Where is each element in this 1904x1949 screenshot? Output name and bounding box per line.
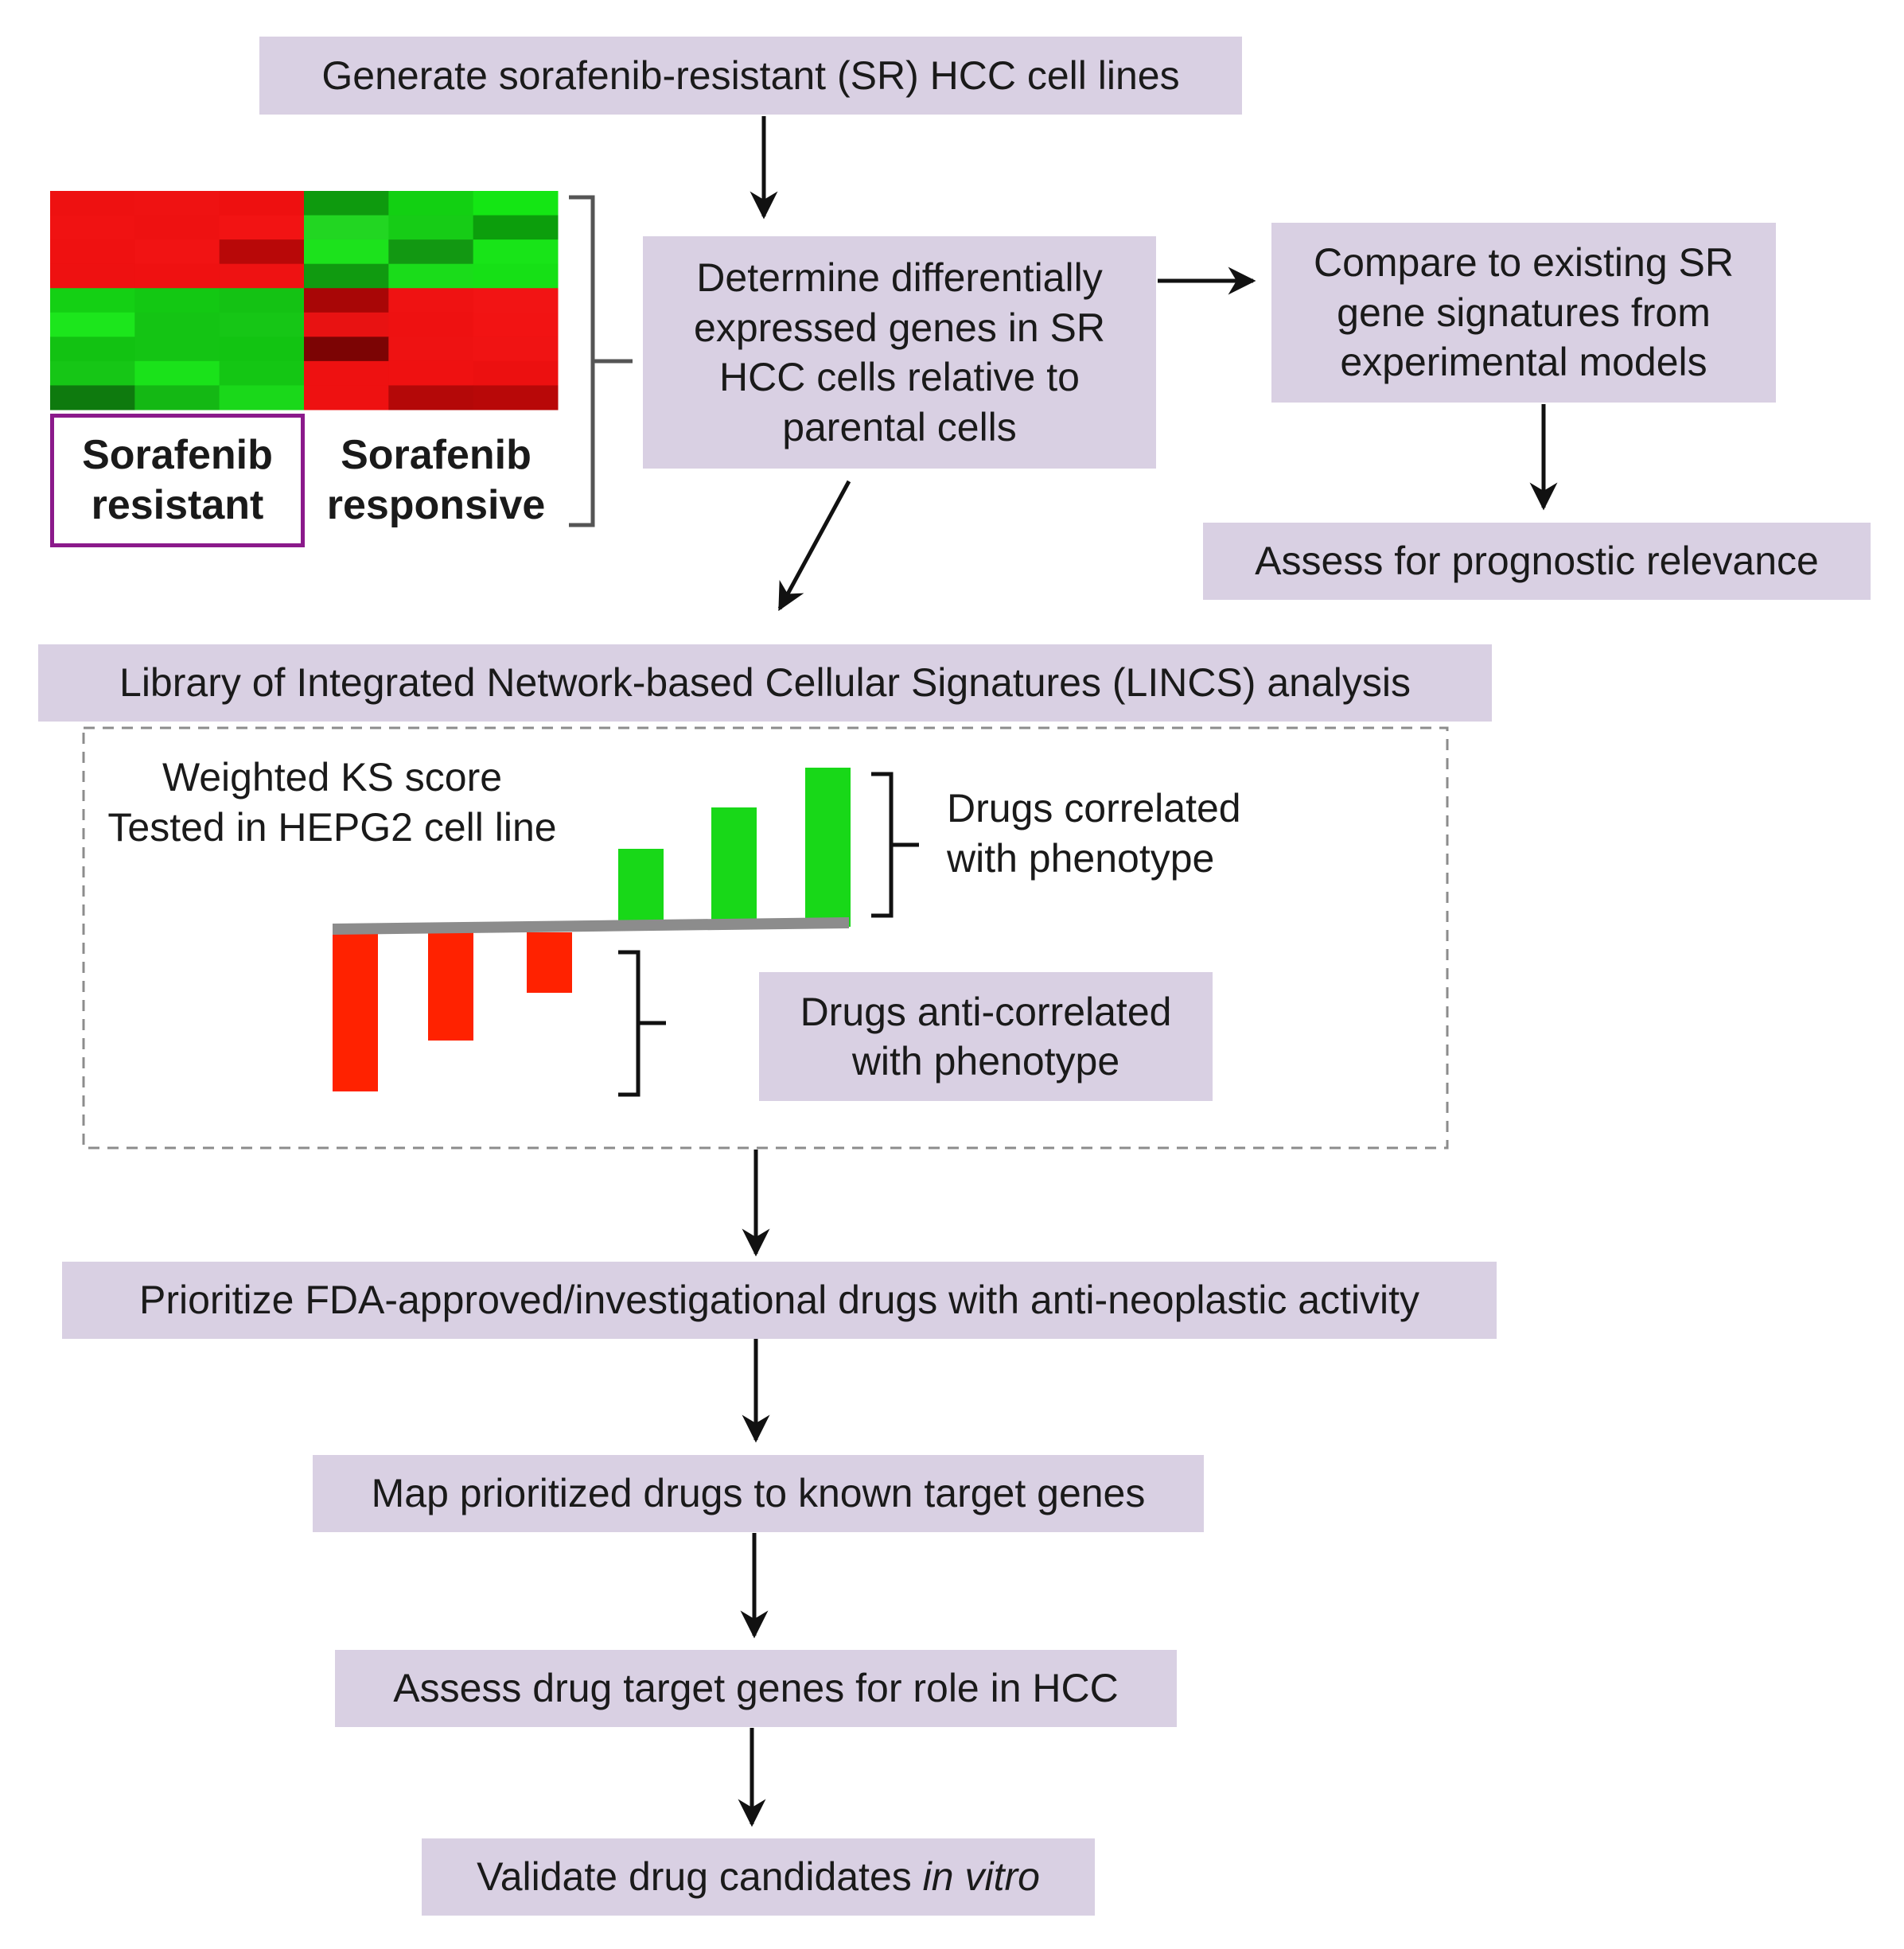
heatmap-cell: [473, 191, 559, 216]
heatmap-cell: [134, 239, 220, 265]
anticorrelated-drug-bar: [527, 932, 572, 993]
heatmap-cell: [304, 263, 389, 289]
heatmap-cell: [50, 191, 135, 216]
heatmap-cell: [473, 239, 559, 265]
heatmap-cell: [134, 337, 220, 362]
heatmap-cell: [219, 288, 305, 313]
heatmap-cell: [304, 360, 389, 386]
heatmap-cell: [219, 239, 305, 265]
heatmap-cell: [473, 288, 559, 313]
step-prioritize-drugs: Prioritize FDA-approved/investigational …: [62, 1262, 1497, 1339]
heatmap-cell: [50, 288, 135, 313]
heatmap-cell: [388, 263, 474, 289]
heatmap-cell: [219, 360, 305, 386]
heatmap-cell: [134, 263, 220, 289]
heatmap-cell: [304, 337, 389, 362]
anticorrelated-drug-bar: [428, 932, 473, 1041]
step-assess-target-genes: Assess drug target genes for role in HCC: [335, 1650, 1177, 1727]
anticorrelated-bracket: [618, 950, 666, 1097]
heatmap-cell: [134, 360, 220, 386]
validate-text: Validate drug candidates: [477, 1854, 923, 1900]
heatmap-cell: [388, 385, 474, 410]
label-drugs-correlated: Drugs correlated with phenotype: [947, 786, 1241, 881]
heatmap-cell: [304, 385, 389, 410]
heatmap-cell: [219, 337, 305, 362]
heatmap-cell: [219, 263, 305, 289]
heatmap-cell: [473, 337, 559, 362]
heatmap-cell: [473, 385, 559, 410]
heatmap-cell: [473, 360, 559, 386]
correlated-drug-bar: [805, 768, 851, 927]
label-sorafenib-resistant: Sorafenib resistant: [50, 414, 305, 547]
cell-line-label: Tested in HEPG2 cell line: [107, 804, 557, 850]
correlated-drug-bar: [711, 807, 757, 927]
heatmap-cell: [304, 215, 389, 240]
heatmap-cell: [50, 385, 135, 410]
heatmap-cell: [50, 215, 135, 240]
step-determine-genes: Determine differentially expressed genes…: [643, 236, 1156, 469]
heatmap-cell: [50, 263, 135, 289]
heatmap-cell: [388, 312, 474, 337]
heatmap-cell: [304, 288, 389, 313]
heatmap: [50, 191, 559, 410]
heatmap-cell: [50, 360, 135, 386]
heatmap-cell: [473, 263, 559, 289]
heatmap-cell: [219, 215, 305, 240]
ks-score-label: Weighted KS score: [162, 755, 503, 799]
ks-score-bars: [333, 768, 851, 1091]
heatmap-cell: [134, 385, 220, 410]
heatmap-cell: [219, 312, 305, 337]
heatmap-cell: [473, 312, 559, 337]
validate-italic-text: in vitro: [922, 1854, 1040, 1900]
correlated-drug-bar: [618, 849, 664, 922]
heatmap-cell: [388, 360, 474, 386]
score-baseline: [333, 917, 849, 935]
heatmap-cell: [473, 215, 559, 240]
heatmap-cell: [134, 312, 220, 337]
ks-score-title: Weighted KS score Tested in HEPG2 cell l…: [88, 753, 577, 852]
correlated-bracket: [871, 772, 919, 918]
lincs-panel: [82, 726, 1449, 1150]
heatmap-cell: [304, 312, 389, 337]
step-assess-prognostic: Assess for prognostic relevance: [1203, 523, 1871, 600]
heatmap-cell: [219, 385, 305, 410]
heatmap-cell: [50, 239, 135, 265]
step-lincs-analysis: Library of Integrated Network-based Cell…: [38, 644, 1492, 722]
heatmap-cell: [388, 191, 474, 216]
step-compare-signatures: Compare to existing SR gene signatures f…: [1271, 223, 1776, 403]
step-generate-cell-lines: Generate sorafenib-resistant (SR) HCC ce…: [259, 37, 1242, 115]
heatmap-cell: [388, 239, 474, 265]
heatmap-cell: [304, 191, 389, 216]
step-validate-candidates: Validate drug candidates in vitro: [422, 1838, 1095, 1916]
heatmap-cell: [304, 239, 389, 265]
heatmap-bracket: [569, 195, 633, 527]
heatmap-cell: [388, 215, 474, 240]
step-map-target-genes: Map prioritized drugs to known target ge…: [313, 1455, 1204, 1532]
label-sorafenib-responsive: Sorafenib responsive: [326, 431, 546, 528]
heatmap-cell: [219, 191, 305, 216]
heatmap-cell: [388, 288, 474, 313]
anticorrelated-drug-bar: [333, 932, 378, 1091]
arrow-determine-to-lincs: [777, 480, 851, 612]
heatmap-cell: [50, 337, 135, 362]
heatmap-cell: [50, 312, 135, 337]
heatmap-cell: [134, 215, 220, 240]
heatmap-cell: [388, 337, 474, 362]
heatmap-cell: [134, 288, 220, 313]
label-drugs-anticorrelated: Drugs anti-correlated with phenotype: [759, 972, 1213, 1101]
heatmap-cell: [134, 191, 220, 216]
